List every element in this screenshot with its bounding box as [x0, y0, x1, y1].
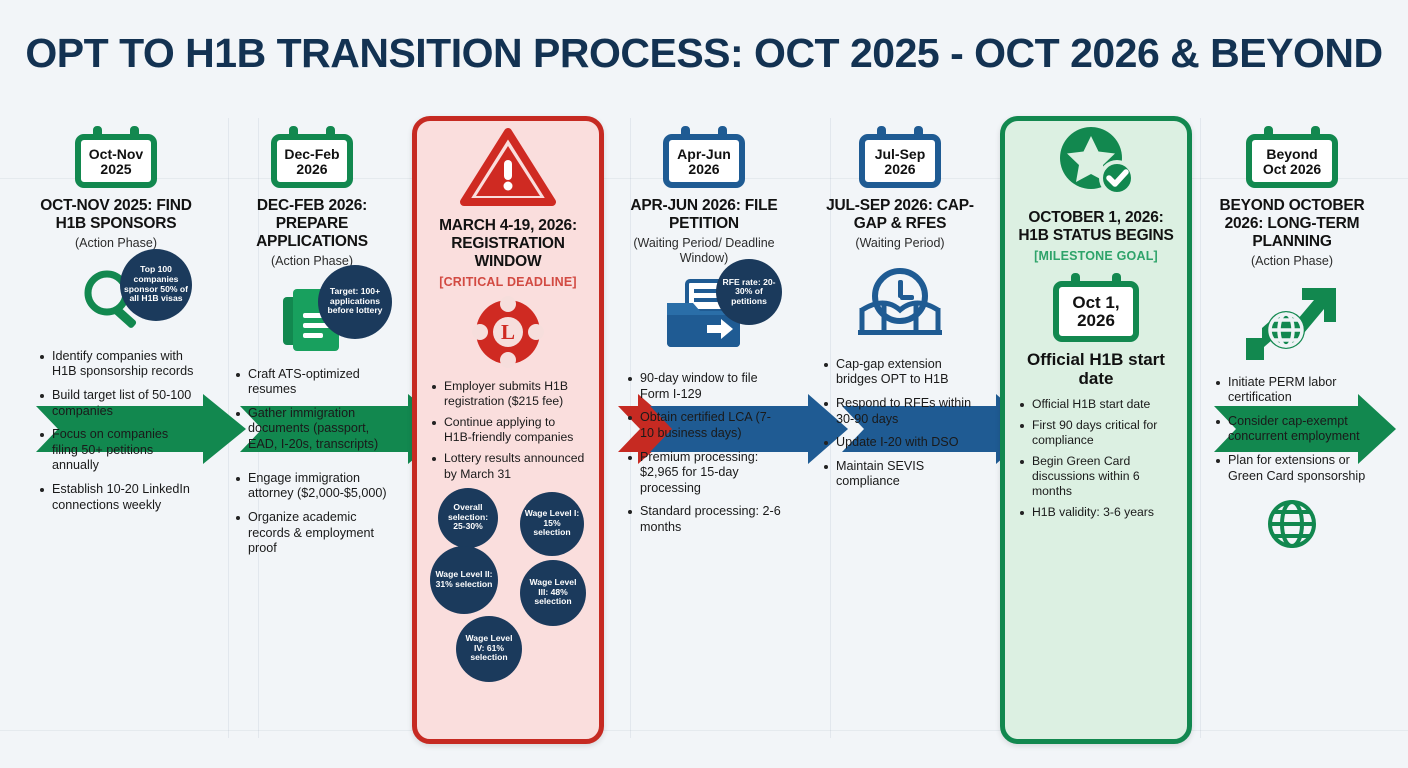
list-item: Premium processing: $2,965 for 15-day pr…: [628, 450, 782, 497]
stage-artwork: [1212, 275, 1372, 361]
warning-triangle-icon: [460, 128, 556, 206]
stat-bubble-rfe-rate: RFE rate: 20-30% of petitions: [716, 259, 782, 326]
lottery-ball-icon: L: [472, 295, 544, 368]
stage-heading: JUL-SEP 2026: CAP-GAP & RFEs: [826, 197, 974, 233]
stage-bullets: Identify companies with H1B sponsorship …: [36, 349, 196, 513]
stage-column-1: Oct-Nov 2025 OCT-NOV 2025: FIND H1B SPON…: [18, 118, 214, 738]
stat-bubble-wage-level-4: Wage Level IV: 61% selection: [456, 615, 522, 682]
stage-column-6: OCTOBER 1, 2026: H1B STATUS BEGINS [MILE…: [998, 116, 1194, 744]
stat-bubble-wage-level-3: Wage Level III: 48% selection: [520, 559, 586, 626]
bridge-clock-icon: [858, 267, 942, 335]
list-item: Gather immigration documents (passport, …: [236, 406, 390, 453]
stage-subtitle: (Action Phase): [1251, 254, 1333, 269]
stage-bullets: Initiate PERM labor certification Consid…: [1212, 375, 1372, 485]
calendar-line1: Oct 1,: [1072, 292, 1120, 312]
list-item: H1B validity: 3-6 years: [1020, 505, 1174, 520]
calendar-line2: 2026: [1077, 310, 1115, 330]
svg-text:L: L: [501, 320, 515, 344]
list-item: Lottery results announced by March 31: [432, 451, 585, 481]
list-item: Cap-gap extension bridges OPT to H1B: [824, 357, 978, 388]
stage-bullets: 90-day window to file Form I-129 Obtain …: [624, 371, 784, 535]
list-item: Official H1B start date: [1020, 397, 1174, 412]
calendar-line1: Dec-Feb: [284, 146, 340, 162]
stage-heading: OCT-NOV 2025: FIND H1B SPONSORS: [40, 197, 192, 233]
calendar-line2: 2026: [688, 160, 720, 177]
list-item: Establish 10-20 LinkedIn connections wee…: [40, 482, 194, 513]
list-item: Begin Green Card discussions within 6 mo…: [1020, 454, 1174, 499]
milestone-goal-tag: [MILESTONE GOAL]: [1034, 248, 1158, 263]
stage-bullets: Official H1B start date First 90 days cr…: [1016, 397, 1176, 521]
calendar-icon-oct-1-2026: Oct 1, 2026: [1053, 272, 1139, 342]
calendar-icon-jul-sep-2026: Jul-Sep 2026: [859, 126, 941, 189]
list-item: Continue applying to H1B-friendly compan…: [432, 415, 586, 445]
calendar-line2: 2026: [296, 160, 328, 177]
stage-artwork: [820, 257, 980, 343]
calendar-icon-apr-jun-2026: Apr-Jun 2026: [663, 126, 745, 189]
stage-heading: DEC-FEB 2026: PREPARE APPLICATIONS: [256, 197, 368, 251]
list-item: Focus on companies filing 50+ petitions …: [40, 427, 194, 474]
stage-bullets: Employer submits H1B registration ($215 …: [428, 379, 588, 482]
list-item: Respond to RFEs within 30-90 days: [824, 396, 978, 427]
stage-column-7: Beyond Oct 2026 BEYOND OCTOBER 2026: LON…: [1194, 118, 1390, 738]
calendar-line2: 2026: [884, 160, 916, 177]
stat-bubble-top-100-companies: Top 100 companies sponsor 50% of all H1B…: [120, 248, 192, 321]
stage-column-4: Apr-Jun 2026 APR-JUN 2026: FILE PETITION…: [606, 118, 802, 738]
stage-subtitle: (Action Phase): [75, 236, 157, 251]
stage-artwork: Top 100 companies sponsor 50% of all H1B…: [36, 248, 196, 343]
stage-subtitle: (Waiting Period): [855, 236, 945, 251]
stage-artwork: RFE rate: 20-30% of petitions: [624, 259, 784, 357]
stage-bullets: Craft ATS-optimized resumes Gather immig…: [232, 367, 392, 557]
globe-growth-arrow-icon: [1246, 287, 1336, 360]
list-item: Organize academic records & employment p…: [236, 510, 390, 557]
stat-bubble-wage-level-1: Wage Level I: 15% selection: [520, 491, 584, 556]
milestone-goal-card: [1000, 116, 1192, 744]
calendar-line2: 2025: [100, 160, 132, 177]
star-check-icon: [1053, 122, 1139, 200]
list-item: Craft ATS-optimized resumes: [236, 367, 390, 398]
list-item: Plan for extensions or Green Card sponso…: [1216, 453, 1370, 484]
calendar-line2: Oct 2026: [1262, 160, 1322, 177]
list-item: Initiate PERM labor certification: [1216, 375, 1370, 406]
stage-artwork: Target: 100+ applications before lottery: [232, 264, 392, 361]
stat-bubble-wage-level-2: Wage Level II: 31% selection: [430, 545, 498, 614]
list-item: Employer submits H1B registration ($215 …: [432, 379, 586, 409]
list-item: Build target list of 50-100 companies: [40, 388, 194, 419]
list-item: Engage immigration attorney ($2,000-$5,0…: [236, 471, 390, 502]
globe-icon: [1268, 500, 1316, 549]
stage-column-2: Dec-Feb 2026 DEC-FEB 2026: PREPARE APPLI…: [214, 118, 410, 738]
timeline-board: Oct-Nov 2025 OCT-NOV 2025: FIND H1B SPON…: [18, 116, 1390, 744]
list-item: Update I-20 with DSO: [824, 435, 978, 451]
page-title: OPT TO H1B TRANSITION PROCESS: OCT 2025 …: [25, 30, 1383, 76]
list-item: Identify companies with H1B sponsorship …: [40, 348, 194, 379]
critical-deadline-card: [412, 116, 604, 744]
calendar-line1: Apr-Jun: [677, 146, 731, 162]
stat-bubble-overall-selection: Overall selection: 25-30%: [438, 487, 498, 548]
list-item: Consider cap-exempt concurrent employmen…: [1216, 414, 1370, 445]
list-item: Maintain SEVIS compliance: [824, 459, 978, 490]
stage-heading: OCTOBER 1, 2026: H1B STATUS BEGINS: [1018, 209, 1174, 244]
list-item: Standard processing: 2-6 months: [628, 504, 781, 534]
list-item: First 90 days critical for compliance: [1020, 418, 1174, 448]
stage-column-3: MARCH 4-19, 2026: REGISTRATION WINDOW [C…: [410, 116, 606, 744]
stage-subtitle: (Waiting Period/ Deadline Window): [633, 236, 775, 265]
calendar-icon-dec-feb-2026: Dec-Feb 2026: [271, 126, 353, 189]
wage-level-stats: Overall selection: 25-30% Wage Level I: …: [428, 487, 588, 682]
stage-subtitle: (Action Phase): [271, 254, 353, 269]
stat-bubble-target-applications: Target: 100+ applications before lottery: [318, 264, 392, 339]
calendar-line1: Jul-Sep: [874, 146, 926, 162]
stage-heading: MARCH 4-19, 2026: REGISTRATION WINDOW: [439, 217, 577, 270]
list-item: Obtain certified LCA (7-10 business days…: [628, 410, 782, 441]
critical-deadline-tag: [CRITICAL DEADLINE]: [439, 274, 577, 289]
stage-heading: APR-JUN 2026: FILE PETITION: [630, 197, 778, 233]
list-item: 90-day window to file Form I-129: [628, 371, 782, 402]
calendar-line1: Beyond: [1266, 146, 1318, 162]
milestone-midtitle: Official H1B start date: [1027, 349, 1165, 389]
stage-bullets: Cap-gap extension bridges OPT to H1B Res…: [820, 357, 980, 490]
calendar-line1: Oct-Nov: [88, 146, 144, 162]
calendar-icon-oct-nov-2025: Oct-Nov 2025: [75, 126, 157, 189]
calendar-icon-beyond-oct-2026: Beyond Oct 2026: [1246, 126, 1338, 189]
stage-column-5: Jul-Sep 2026 JUL-SEP 2026: CAP-GAP & RFE…: [802, 118, 998, 738]
stage-heading: BEYOND OCTOBER 2026: LONG-TERM PLANNING: [1219, 197, 1365, 251]
